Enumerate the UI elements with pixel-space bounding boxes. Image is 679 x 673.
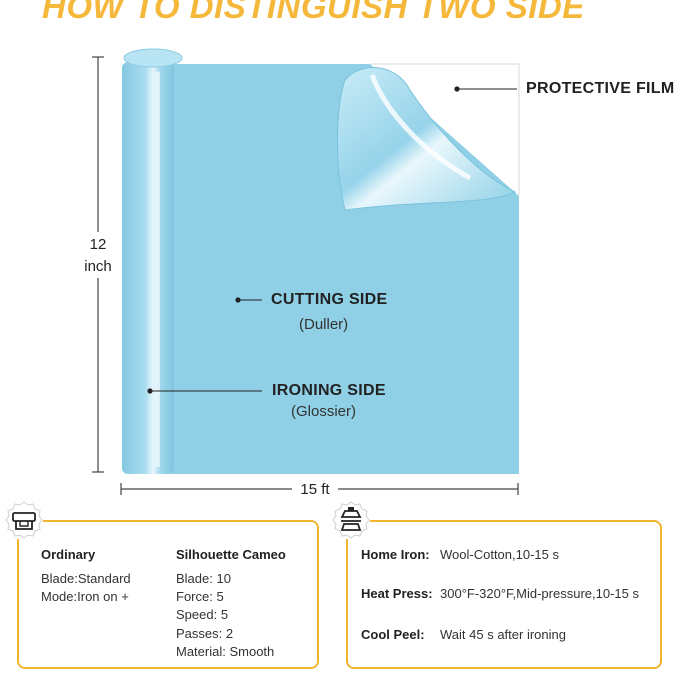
protective-film-label: PROTECTIVE FILM: [526, 80, 675, 97]
cutting-side-label: CUTTING SIDE: [271, 291, 388, 308]
height-label: 12 inch: [74, 234, 122, 278]
press-settings-card: Home Iron: Wool-Cotton,10-15 s Heat Pres…: [346, 520, 662, 669]
ordinary-blade: Blade:Standard: [41, 571, 131, 586]
ironing-side-label: IRONING SIDE: [272, 382, 386, 399]
ironing-side-pointer: [147, 388, 262, 394]
vinyl-roll-illustration: [92, 48, 520, 495]
cutter-settings-card: Ordinary Blade:Standard Mode:Iron on + S…: [17, 520, 319, 669]
home-iron-label: Home Iron:: [361, 547, 430, 562]
heat-press-icon: [332, 501, 370, 539]
silhouette-material: Material: Smooth: [176, 644, 275, 659]
silhouette-force: Force: 5: [176, 589, 224, 604]
cutting-side-pointer: [235, 297, 262, 303]
cool-peel-label: Cool Peel:: [361, 627, 425, 642]
height-unit: inch: [84, 258, 112, 275]
ordinary-heading: Ordinary: [41, 547, 96, 562]
silhouette-heading: Silhouette Cameo: [176, 547, 286, 562]
silhouette-passes: Passes: 2: [176, 626, 234, 641]
heat-press-label: Heat Press:: [361, 586, 433, 601]
protective-film-pointer: [454, 86, 517, 92]
page-title: HOW TO DISTINGUISH TWO SIDE: [42, 0, 585, 25]
cutting-side-note: (Duller): [299, 316, 349, 333]
heat-press-value: 300°F-320°F,Mid-pressure,10-15 s: [440, 586, 639, 601]
vinyl-roll: [122, 62, 174, 474]
cool-peel-value: Wait 45 s after ironing: [440, 627, 566, 642]
silhouette-blade: Blade: 10: [176, 571, 231, 586]
height-value: 12: [89, 236, 107, 253]
silhouette-speed: Speed: 5: [176, 607, 229, 622]
home-iron-value: Wool-Cotton,10-15 s: [440, 547, 559, 562]
peeled-film-curl: [337, 67, 517, 211]
cutter-machine-icon: [5, 501, 43, 539]
ordinary-mode: Mode:Iron on +: [41, 589, 129, 604]
width-label: 15 ft: [292, 479, 338, 501]
ironing-side-note: (Glossier): [291, 403, 357, 420]
